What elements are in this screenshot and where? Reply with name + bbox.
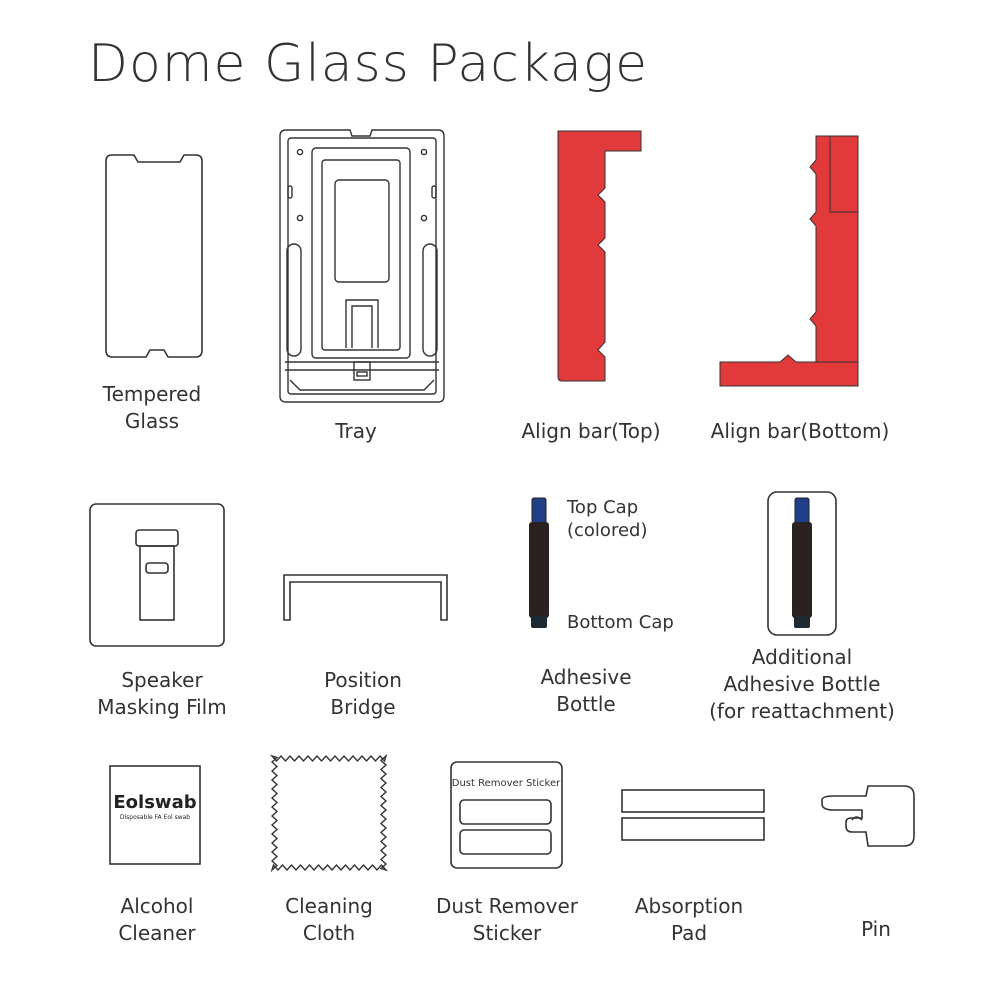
eolswab-subtext: Disposable FA Eol swab — [120, 814, 190, 821]
dust-remover-pack-text: Dust Remover Sticker — [452, 778, 561, 789]
page-title: Dome Glass Package — [88, 34, 649, 94]
absorption-pad-label: Absorption Pad — [634, 894, 744, 945]
tempered-glass-label: Tempered Glass — [102, 382, 202, 433]
adhesive-bottle-illustration — [529, 497, 549, 628]
absorption-pad-illustration — [621, 789, 765, 841]
additional-adhesive-bottle-illustration — [767, 491, 837, 636]
tray-label: Tray — [335, 419, 377, 443]
align-bar-top-illustration — [557, 130, 642, 382]
alcohol-cleaner-illustration: Eolswab Disposable FA Eol swab — [109, 765, 201, 865]
cleaning-cloth-illustration — [269, 753, 389, 873]
bottom-cap-annotation: Bottom Cap — [567, 612, 674, 633]
align-bar-top-label: Align bar(Top) — [521, 419, 661, 443]
additional-adhesive-bottle-label: Additional Adhesive Bottle (for reattach… — [709, 645, 895, 723]
pin-illustration — [821, 785, 915, 847]
adhesive-bottle-label: Adhesive Bottle — [540, 665, 632, 716]
position-bridge-illustration — [283, 574, 448, 621]
position-bridge-label: Position Bridge — [324, 668, 402, 719]
align-bar-bottom-illustration — [719, 135, 859, 387]
tempered-glass-illustration — [105, 154, 203, 358]
eolswab-brand: Eolswab — [113, 792, 196, 813]
speaker-masking-film-label: Speaker Masking Film — [97, 668, 227, 719]
dust-remover-sticker-illustration: Dust Remover Sticker — [450, 761, 563, 869]
alcohol-cleaner-label: Alcohol Cleaner — [118, 894, 196, 945]
align-bar-bottom-label: Align bar(Bottom) — [710, 419, 890, 443]
dust-remover-sticker-label: Dust Remover Sticker — [435, 894, 579, 945]
pin-label: Pin — [861, 917, 891, 941]
speaker-masking-film-illustration — [89, 503, 225, 647]
tray-illustration — [279, 129, 445, 403]
top-cap-annotation: Top Cap (colored) — [567, 497, 648, 541]
cleaning-cloth-label: Cleaning Cloth — [285, 894, 373, 945]
